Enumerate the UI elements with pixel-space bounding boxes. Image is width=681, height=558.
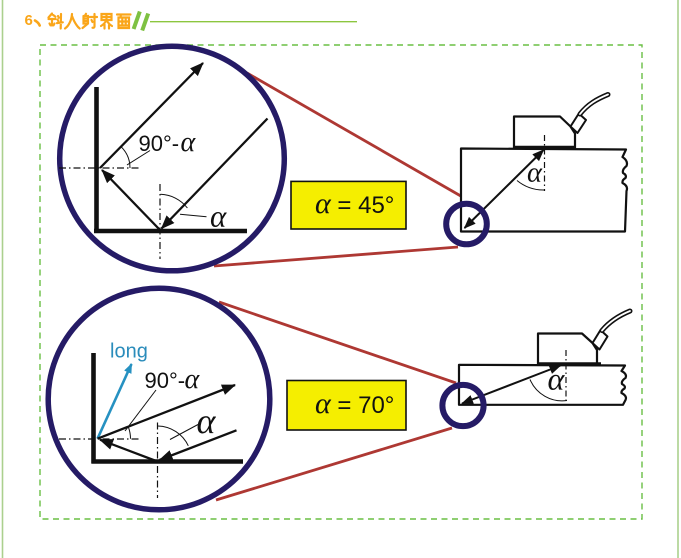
svg-text:long: long	[110, 341, 148, 363]
svg-text:α = 70°: α = 70°	[315, 387, 394, 420]
svg-text:α: α	[181, 127, 197, 158]
svg-text:α: α	[197, 401, 217, 441]
svg-text:α = 45°: α = 45°	[315, 187, 394, 220]
svg-text:α: α	[527, 158, 543, 189]
svg-text:90°-: 90°-	[139, 131, 180, 156]
svg-text:90°-: 90°-	[145, 368, 186, 393]
svg-text:α: α	[210, 199, 227, 234]
svg-text:α: α	[185, 364, 201, 395]
svg-text:α: α	[548, 361, 566, 397]
svg-text:6: 6	[25, 12, 33, 29]
